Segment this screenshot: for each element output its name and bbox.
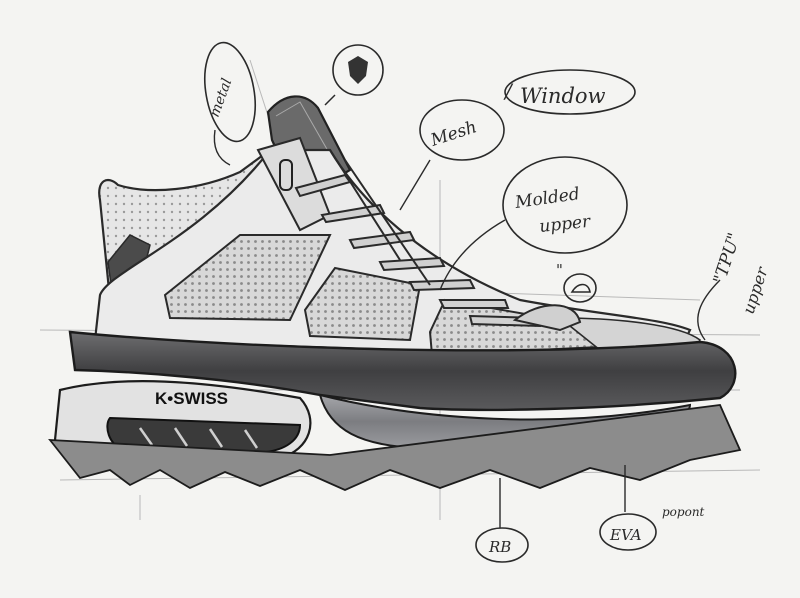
svg-text:": " <box>556 261 563 279</box>
svg-text:/: / <box>503 79 514 103</box>
svg-text:Mesh: Mesh <box>427 117 479 151</box>
svg-text:RB: RB <box>488 538 511 556</box>
shoe-laces <box>294 149 582 332</box>
callout-eva: EVA popont <box>599 465 705 551</box>
svg-text:EVA: EVA <box>609 526 642 544</box>
svg-text:"TPU": "TPU" <box>710 230 745 286</box>
svg-text:upper: upper <box>739 264 772 317</box>
callout-rb: RB <box>475 478 529 563</box>
callout-mesh-window: Mesh / Window <box>399 69 636 211</box>
svg-text:Window: Window <box>520 84 606 108</box>
callout-molded-upper: Molded upper <box>439 156 628 291</box>
callout-shield-icon <box>324 44 384 106</box>
svg-text:metal: metal <box>207 76 236 119</box>
callout-tpu-upper: "TPU" upper <box>697 230 772 341</box>
shoe-upper <box>93 136 702 357</box>
brand-logo-text: K•SWISS <box>155 389 228 408</box>
callout-metal: metal <box>204 41 256 166</box>
svg-text:Molded: Molded <box>513 184 581 213</box>
shield-icon <box>348 56 368 84</box>
svg-text:popont: popont <box>662 505 705 519</box>
shoe-outsole <box>48 404 742 491</box>
svg-text:upper: upper <box>538 212 592 237</box>
callout-quote-detail: " <box>556 261 597 303</box>
